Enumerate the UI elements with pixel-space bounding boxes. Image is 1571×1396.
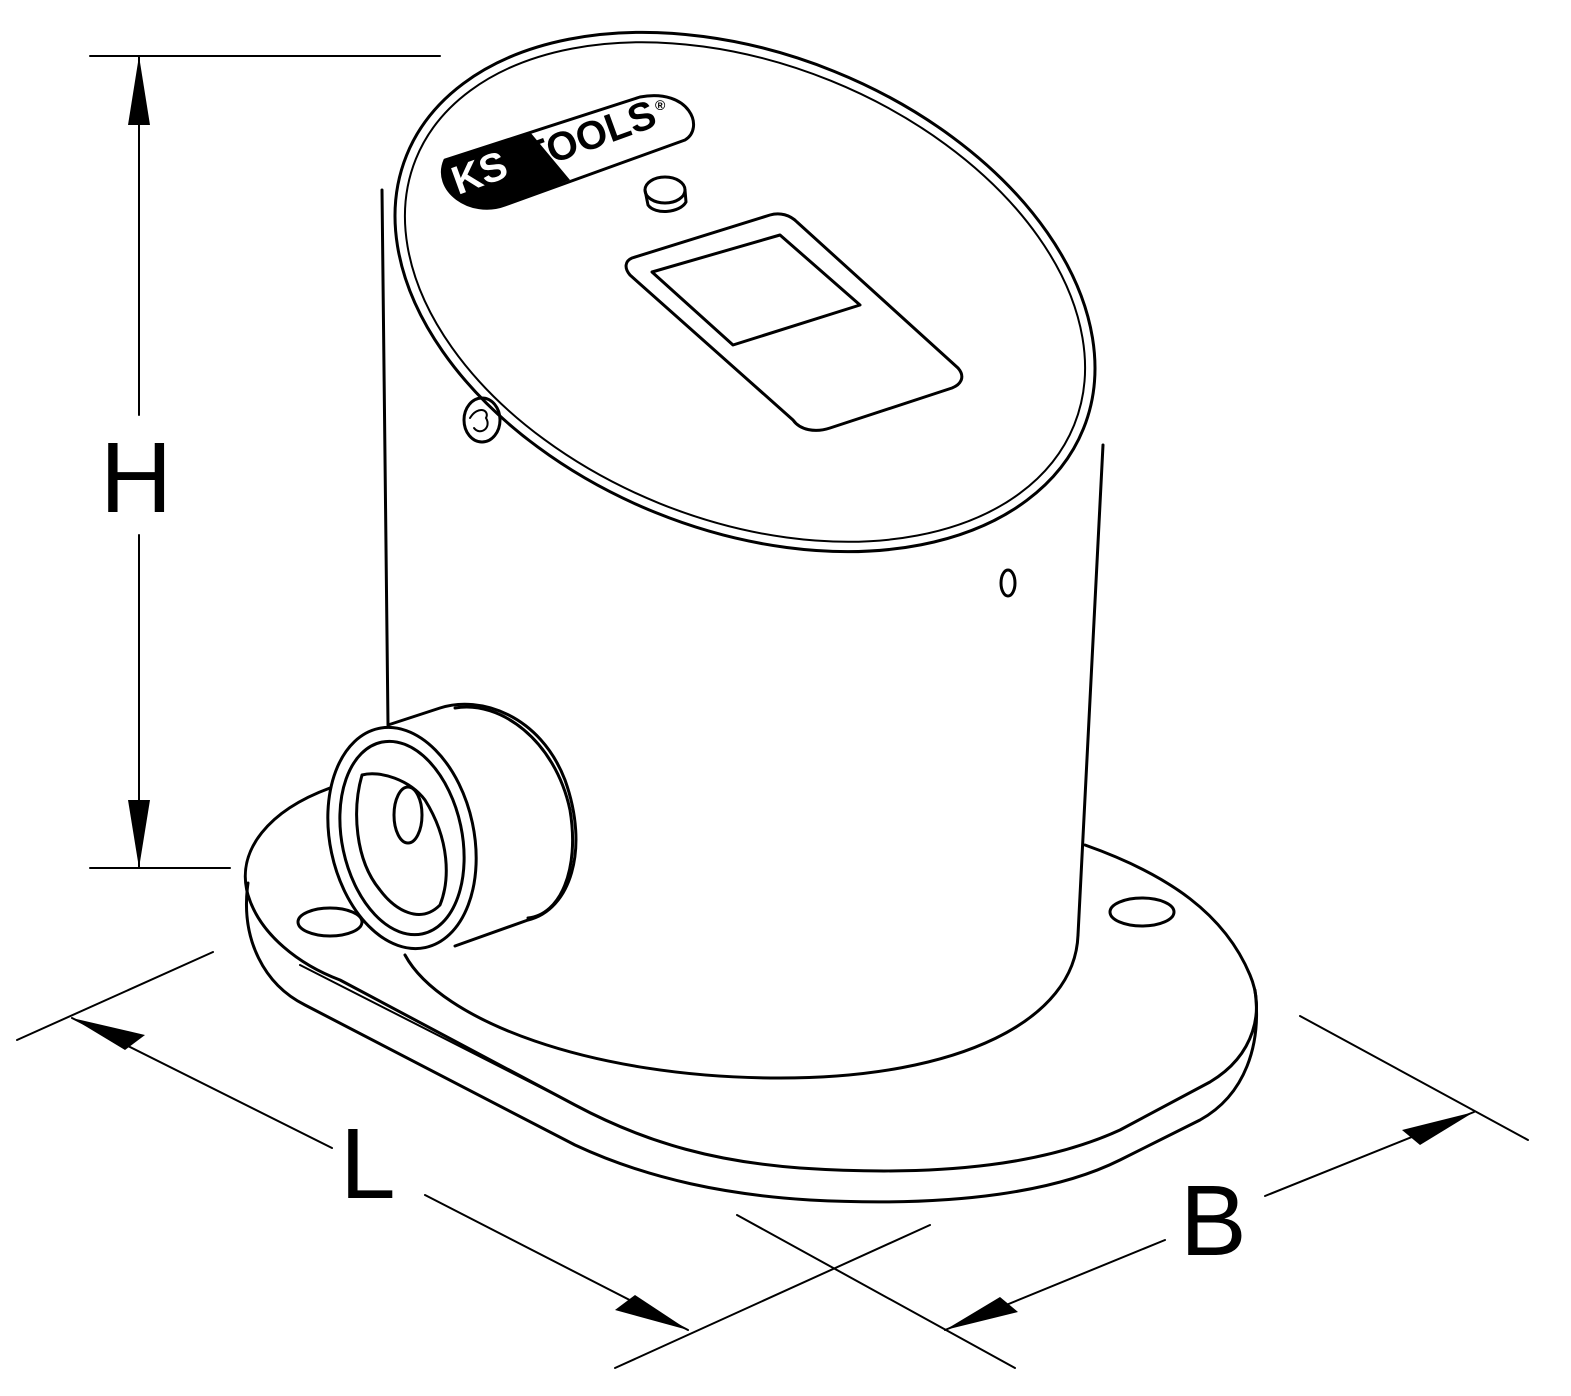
side-hole xyxy=(999,568,1017,598)
dimension-label-b: B xyxy=(1180,1165,1247,1277)
base-plate xyxy=(243,786,1259,1204)
digital-display xyxy=(624,212,964,432)
cylinder-body xyxy=(380,188,1105,1080)
logo-part-tools: TOOLS xyxy=(518,92,662,180)
top-face: KS TOOLS ® xyxy=(393,30,1097,554)
dimension-label-l: L xyxy=(340,1108,396,1220)
dimension-height: H xyxy=(89,55,441,869)
mounting-hole-right xyxy=(1108,896,1176,928)
logo-registered-mark: ® xyxy=(655,97,666,113)
mounting-hole-left xyxy=(296,906,364,938)
power-button[interactable] xyxy=(643,175,688,213)
brand-logo: KS TOOLS ® xyxy=(441,92,696,210)
dimension-label-h: H xyxy=(100,422,172,534)
screw-icon xyxy=(462,396,502,444)
dimension-width: B xyxy=(736,1015,1529,1369)
square-drive-socket xyxy=(326,702,578,951)
dimension-length: L xyxy=(16,951,931,1369)
